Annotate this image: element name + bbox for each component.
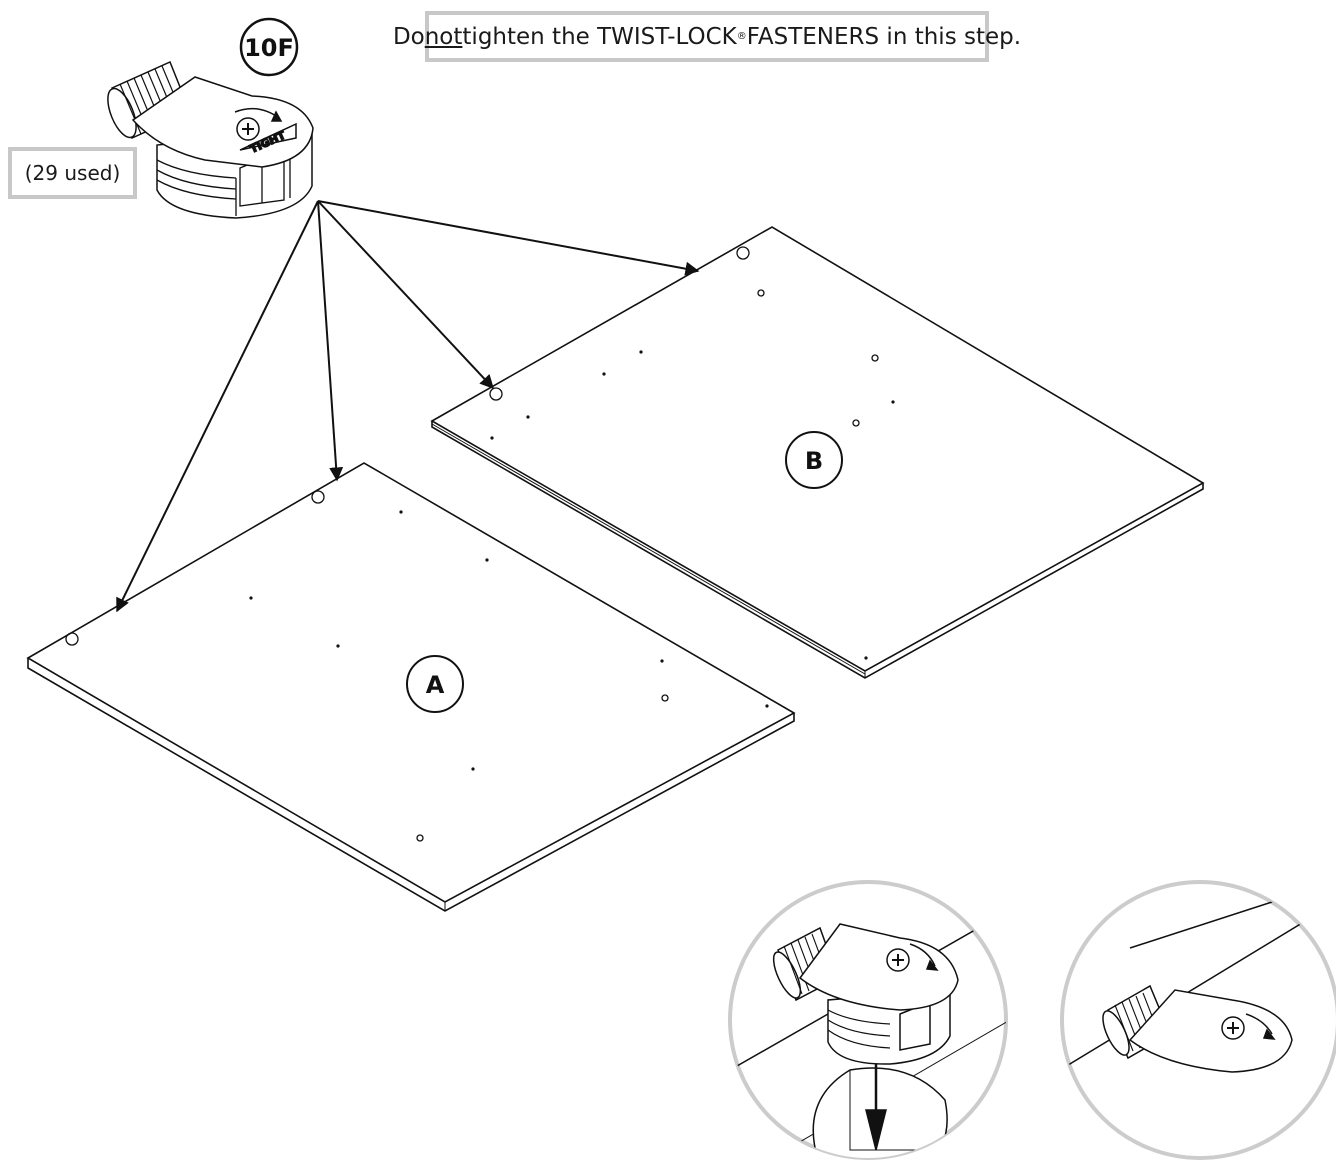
svg-text:A: A xyxy=(426,671,445,699)
panel-b-label: B xyxy=(785,431,843,489)
panel-a-holes xyxy=(65,490,669,842)
placement-arrows xyxy=(116,200,700,613)
instruction-suffix: FASTENERS in this step. xyxy=(746,23,1022,50)
detail-view-insert xyxy=(728,880,1008,1160)
instruction-prefix: Do xyxy=(392,23,425,50)
detail-view-seated xyxy=(1060,880,1336,1160)
trademark-symbol: ® xyxy=(736,31,747,42)
instruction-middle: tighten the TWIST-LOCK xyxy=(462,23,737,50)
part-number-badge: 10F xyxy=(239,17,299,77)
panel-a-label: A xyxy=(406,655,464,713)
panel-b-holes xyxy=(489,246,879,427)
instruction-notice: Do not tighten the TWIST-LOCK® FASTENERS… xyxy=(393,11,1021,62)
part-number-text: 10F xyxy=(244,34,294,62)
panel-b-dots xyxy=(490,350,895,660)
twist-lock-fastener: TIGHT xyxy=(107,60,314,219)
quantity-text: (29 used) xyxy=(24,161,121,185)
instruction-emphasis: not xyxy=(424,23,463,50)
panel-a-dots xyxy=(249,510,769,771)
svg-text:B: B xyxy=(805,447,823,475)
quantity-badge: (29 used) xyxy=(8,147,137,199)
